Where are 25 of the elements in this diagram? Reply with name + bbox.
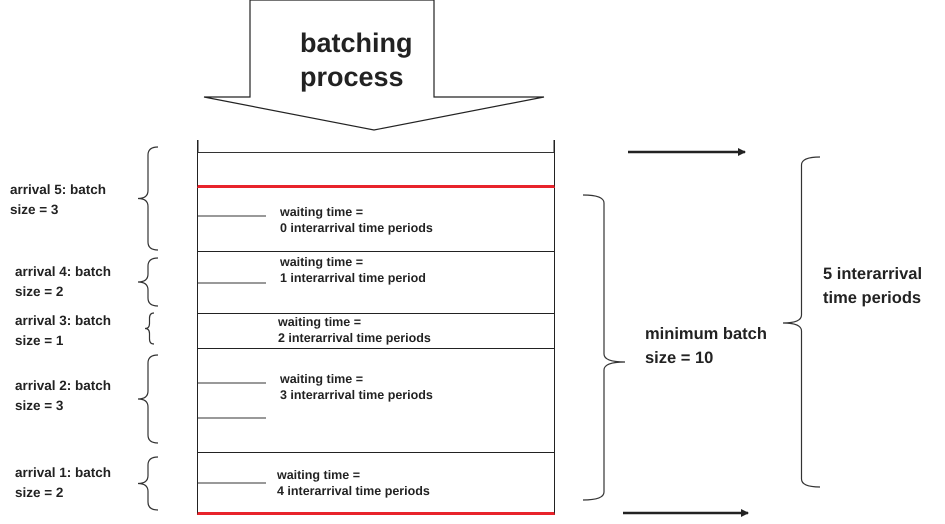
arrival-label: arrival 3: batch size = 1 bbox=[15, 312, 112, 350]
waiting-time-text: waiting time = bbox=[280, 254, 364, 270]
waiting-time-text: waiting time = bbox=[280, 204, 364, 220]
time-slot-row bbox=[197, 349, 555, 453]
waiting-time-text: waiting time = bbox=[278, 314, 362, 330]
arrival-label: arrival 4: batch size = 2 bbox=[15, 263, 112, 301]
waiting-time-text: waiting time = bbox=[277, 467, 360, 483]
time-slot-row bbox=[197, 314, 555, 349]
block-arrow bbox=[203, 0, 545, 131]
waiting-time-text: 0 interarrival time periods bbox=[280, 220, 433, 236]
arrival-label: arrival 2: batch size = 3 bbox=[15, 377, 112, 415]
time-slot-row bbox=[197, 188, 555, 252]
empty-slot-row bbox=[197, 152, 555, 188]
waiting-time-text: waiting time = bbox=[280, 371, 364, 387]
waiting-time-text: 1 interarrival time period bbox=[280, 270, 426, 286]
waiting-time-text: 3 interarrival time periods bbox=[280, 387, 433, 403]
arrival-label: arrival 5: batch size = 3 bbox=[10, 181, 108, 219]
waiting-time-text: 2 interarrival time periods bbox=[278, 330, 431, 346]
time-slot-row bbox=[197, 252, 555, 314]
time-slot-row bbox=[197, 453, 555, 515]
arrow-label: batching process bbox=[300, 27, 414, 94]
waiting-time-text: 4 interarrival time periods bbox=[277, 483, 430, 499]
brace-label: 5 interarrival time periods bbox=[823, 264, 924, 309]
arrival-label: arrival 1: batch size = 2 bbox=[15, 464, 112, 502]
brace-label: minimum batch size = 10 bbox=[645, 324, 768, 369]
